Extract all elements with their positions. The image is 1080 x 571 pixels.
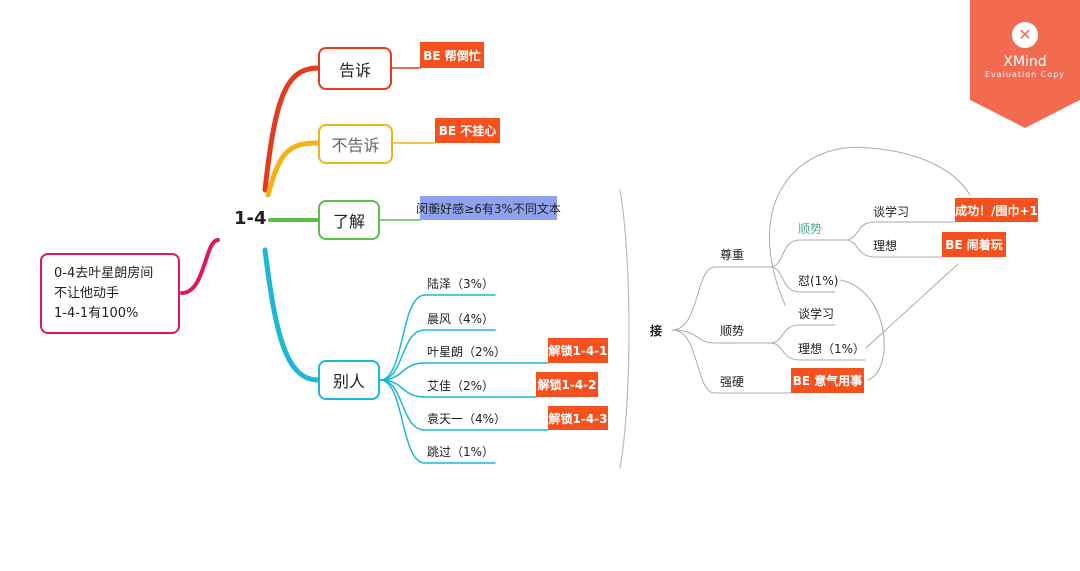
sub-node[interactable]: 尊重	[720, 248, 745, 262]
badge-subtitle: Evaluation Copy	[984, 70, 1066, 79]
success-tag[interactable]: 成功！/围巾+1	[955, 198, 1038, 222]
others-item[interactable]: 艾佳（2%）	[427, 379, 495, 393]
result-tag[interactable]: BE 不挂心	[435, 118, 500, 143]
center-topic[interactable]: 1-4	[234, 208, 267, 229]
xmind-badge: ✕ XMind Evaluation Copy	[970, 0, 1080, 128]
unlock-tag[interactable]: 解锁1-4-2	[536, 372, 598, 397]
others-item[interactable]: 叶星朗（2%）	[427, 345, 507, 359]
root-line: 不让他动手	[54, 285, 120, 301]
others-item[interactable]: 陆泽（3%）	[427, 277, 495, 291]
root-line: 1-4-1有100%	[54, 305, 139, 321]
root-node[interactable]: 0-4去叶星朗房间 不让他动手 1-4-1有100%	[40, 253, 180, 334]
sub-node[interactable]: 谈学习	[798, 307, 835, 321]
sub-node[interactable]: 谈学习	[873, 205, 910, 219]
branch-not-tell[interactable]: 不告诉	[318, 124, 393, 164]
others-item[interactable]: 晨风（4%）	[427, 312, 495, 326]
result-tag[interactable]: BE 闹着玩	[942, 232, 1006, 257]
sub-node[interactable]: 理想	[873, 239, 898, 253]
result-tag[interactable]: BE 意气用事	[791, 368, 864, 393]
xmind-logo-icon: ✕	[1012, 22, 1038, 48]
branch-others[interactable]: 别人	[318, 360, 380, 400]
note-tag[interactable]: 闵蘅好感≥6有3%不同文本	[416, 196, 561, 220]
others-item[interactable]: 跳过（1%）	[427, 445, 495, 459]
root-line: 0-4去叶星朗房间	[54, 265, 154, 281]
sub-node[interactable]: 怼(1%)	[798, 274, 839, 288]
unlock-tag[interactable]: 解锁1-4-3	[548, 406, 608, 430]
sub-node[interactable]: 顺势	[720, 324, 745, 338]
sub-node[interactable]: 顺势	[798, 222, 823, 236]
sub-node[interactable]: 强硬	[720, 375, 745, 389]
branch-understand[interactable]: 了解	[318, 200, 380, 240]
branch-tell[interactable]: 告诉	[318, 47, 392, 90]
others-item[interactable]: 袁天一（4%）	[427, 412, 507, 426]
sub-root[interactable]: 接	[650, 324, 663, 338]
sub-node[interactable]: 理想（1%）	[798, 342, 866, 356]
result-tag[interactable]: BE 帮倒忙	[420, 42, 484, 68]
badge-brand: XMind	[1003, 54, 1047, 70]
unlock-tag[interactable]: 解锁1-4-1	[548, 338, 608, 363]
